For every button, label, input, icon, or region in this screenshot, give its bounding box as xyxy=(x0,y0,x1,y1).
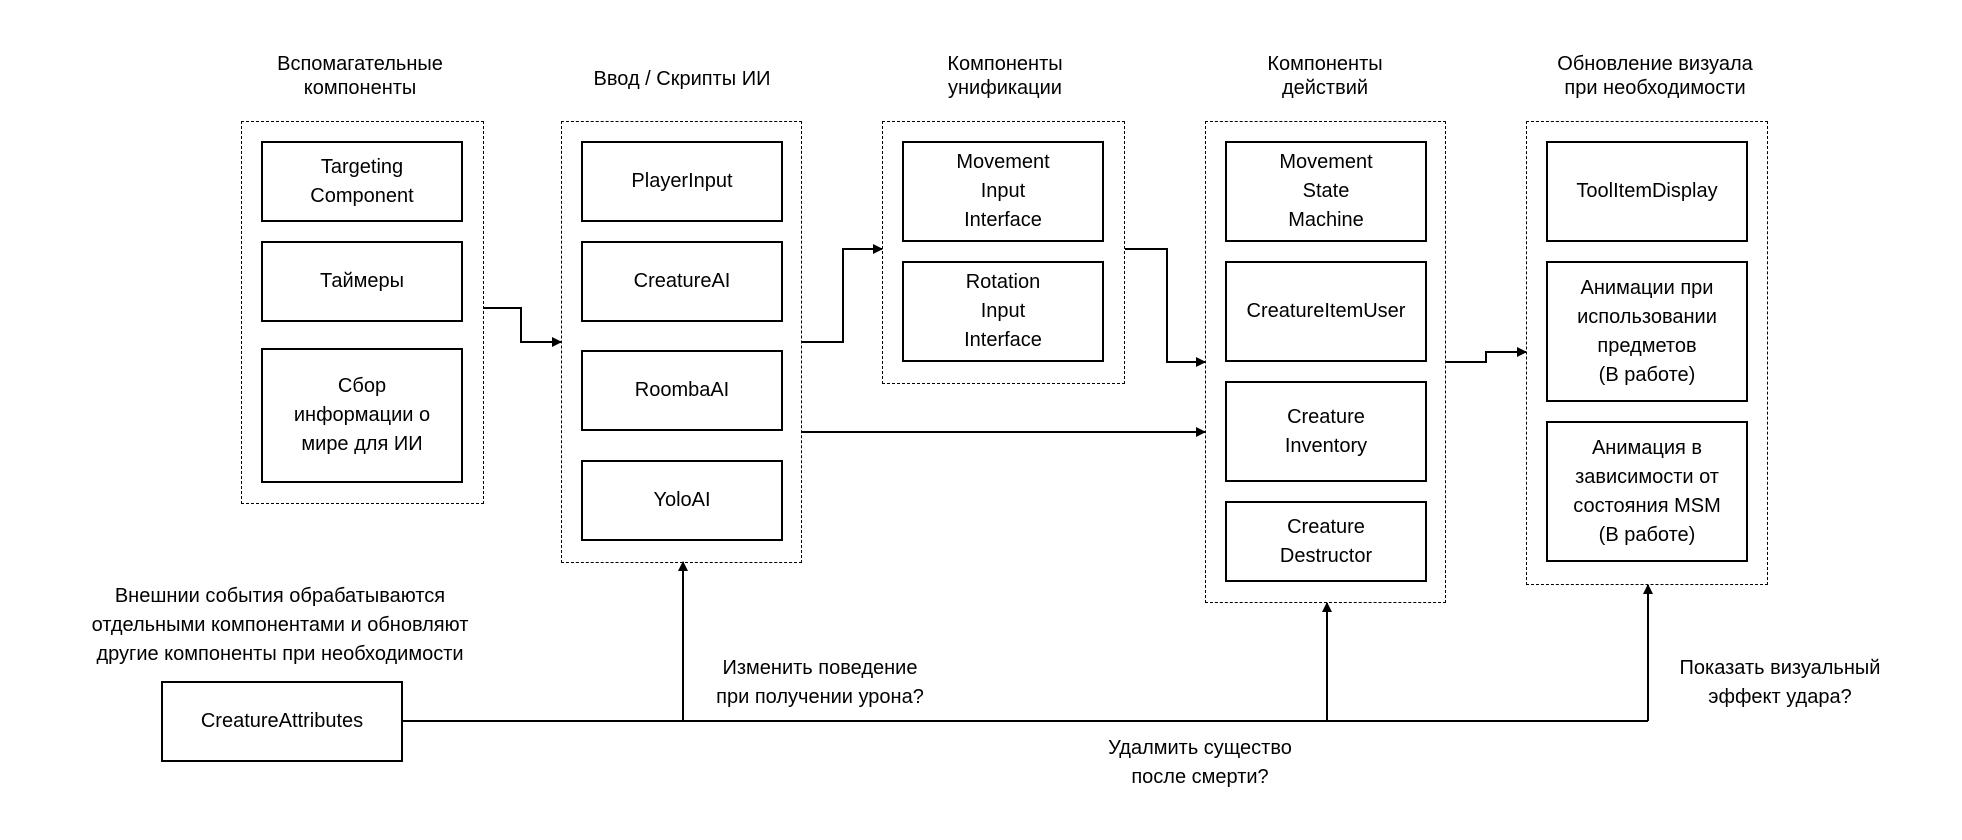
timers-box: Таймеры xyxy=(261,241,463,322)
arrow-actions-to-visuals xyxy=(1446,347,1527,363)
creature-item-user-box: CreatureItemUser xyxy=(1225,261,1427,362)
group-helpers xyxy=(241,121,484,504)
arrow-input-to-unification xyxy=(802,244,883,343)
movement-state-machine-box: Movement State Machine xyxy=(1225,141,1427,242)
group-title-input: Ввод / Скрипты ИИ xyxy=(593,68,771,90)
roomba-ai-box: RoombaAI xyxy=(581,350,783,431)
creature-ai-box: CreatureAI xyxy=(581,241,783,322)
group-input xyxy=(561,121,802,563)
group-title-actions: Компоненты действий xyxy=(1267,53,1383,99)
creature-attributes-box: CreatureAttributes xyxy=(161,681,403,762)
group-title-helpers: Вспомагательные компоненты xyxy=(277,53,443,99)
rotation-input-interface-box: Rotation Input Interface xyxy=(902,261,1104,362)
player-input-box: PlayerInput xyxy=(581,141,783,222)
group-visuals xyxy=(1526,121,1768,585)
msm-state-animation-box: Анимация в зависимости от состояния MSM … xyxy=(1546,421,1748,562)
label-change-behavior: Изменить поведение при получении урона? xyxy=(716,657,924,708)
arrow-unification-to-actions xyxy=(1125,248,1206,367)
creature-destructor-box: Creature Destructor xyxy=(1225,501,1427,582)
external-events-note: Внешнии события обрабатываются отдельным… xyxy=(91,585,469,665)
group-actions xyxy=(1205,121,1446,603)
group-title-unification: Компоненты унификации xyxy=(947,53,1063,99)
creature-inventory-box: Creature Inventory xyxy=(1225,381,1427,482)
label-delete-creature: Удалмить существо после смерти? xyxy=(1108,737,1292,788)
arrow-helpers-to-input xyxy=(484,307,562,347)
tool-item-display-box: ToolItemDisplay xyxy=(1546,141,1748,242)
movement-input-interface-box: Movement Input Interface xyxy=(902,141,1104,242)
label-hit-effect: Показать визуальный эффект удара? xyxy=(1679,657,1881,708)
group-unification xyxy=(882,121,1125,384)
group-title-visuals: Обновление визуала при необходимости xyxy=(1557,53,1753,99)
world-info-box: Сбор информации о мире для ИИ xyxy=(261,348,463,483)
targeting-component-box: Targeting Component xyxy=(261,141,463,222)
item-use-animations-box: Анимации при использовании предметов (В … xyxy=(1546,261,1748,402)
yolo-ai-box: YoloAI xyxy=(581,460,783,541)
